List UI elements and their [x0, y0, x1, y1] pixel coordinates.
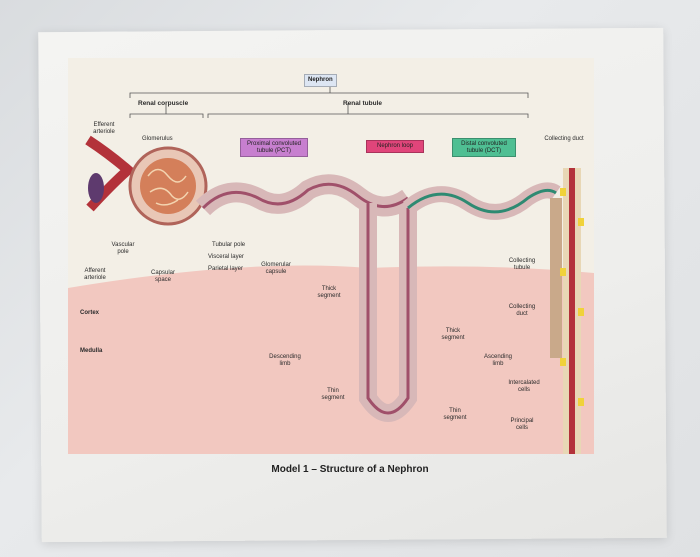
nephron-illustration [68, 86, 594, 454]
principal-cells-label: Principal cells [510, 418, 534, 431]
glomerulus-label: Glomerulus [142, 136, 173, 142]
medulla-region [68, 265, 594, 454]
descending-limb-label: Descending limb [269, 354, 301, 367]
cortex-label: Cortex [80, 310, 100, 316]
nephron-figure: Nephron Renal corpuscle Renal tubule Eff… [68, 58, 594, 454]
parietal-layer-label: Parietal layer [208, 266, 244, 272]
pct-label-box: Proximal convoluted tubule (PCT) [240, 138, 308, 158]
collecting-duct-top-label: Collecting duct [544, 136, 584, 142]
loop-label-box: Nephron loop [366, 140, 424, 153]
ascending-limb-label: Ascending limb [483, 354, 513, 367]
dct-label-box: Distal convoluted tubule (DCT) [452, 138, 516, 158]
vessel-opening [88, 173, 104, 203]
afferent-arteriole-label: Afferent arteriole [84, 268, 106, 281]
intercalated-cells-label: Intercalated cells [508, 380, 540, 393]
thick-segment-right-label: Thick segment [441, 328, 465, 341]
medulla-label: Medulla [80, 348, 103, 354]
renal-tubule-label: Renal tubule [343, 100, 383, 107]
capsular-space-label: Capsular space [150, 270, 175, 283]
figure-caption: Model 1 – Structure of a Nephron [271, 464, 429, 475]
collecting-tubule-label: Collecting tubule [508, 258, 536, 271]
renal-corpuscle-label: Renal corpuscle [138, 100, 189, 107]
nephron-title-box: Nephron [304, 74, 337, 87]
efferent-arteriole-label: Efferent arteriole [93, 122, 115, 135]
glomerular-capsule-label: Glomerular capsule [261, 262, 291, 275]
thin-segment-left-label: Thin segment [321, 388, 345, 401]
thin-segment-right-label: Thin segment [443, 408, 467, 421]
vascular-pole-label: Vascular pole [111, 242, 135, 255]
glomerulus-tuft [140, 158, 196, 214]
tubular-pole-label: Tubular pole [212, 242, 246, 248]
thick-segment-left-label: Thick segment [317, 286, 341, 299]
visceral-layer-label: Visceral layer [208, 254, 244, 260]
collecting-duct-mid-label: Collecting duct [508, 304, 536, 317]
bracket-lines [129, 86, 529, 118]
